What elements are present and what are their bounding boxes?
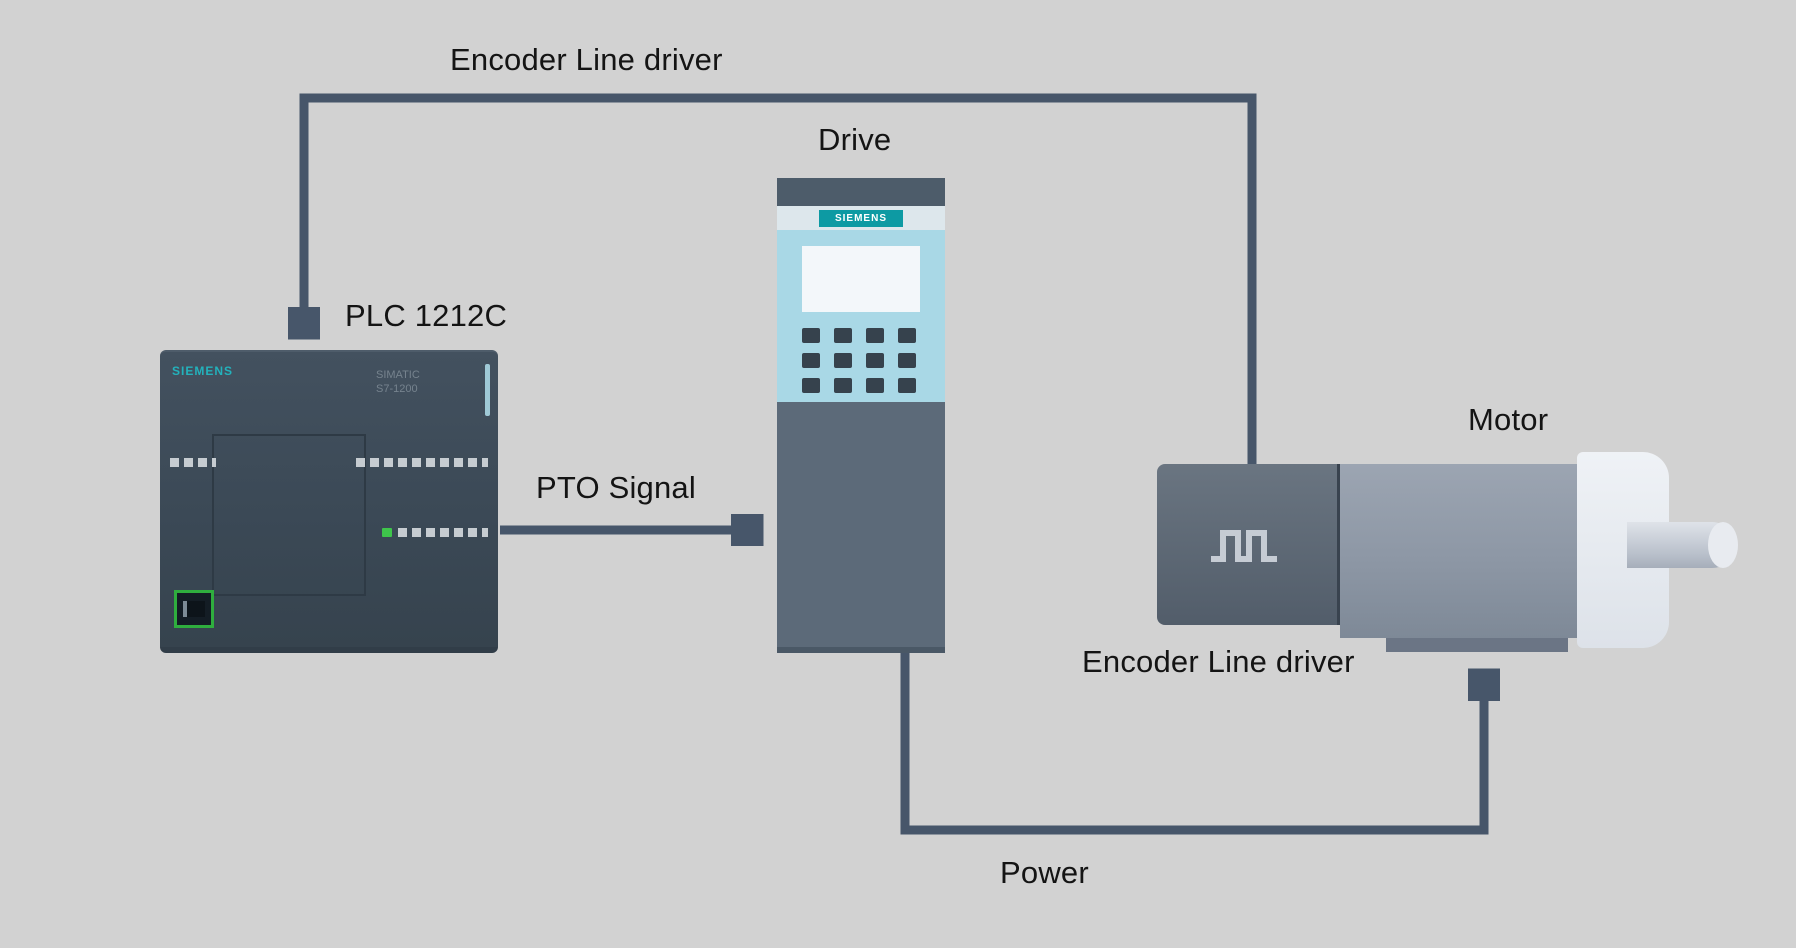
- drive-keypad: [802, 328, 920, 393]
- drive-operator-panel: [777, 230, 945, 402]
- plc-model-line2: S7-1200: [376, 383, 418, 396]
- plc-terminal-block-left: [170, 458, 216, 467]
- plc-terminal-block-right: [356, 458, 488, 467]
- drive-key: [834, 353, 852, 368]
- drive-display-screen: [802, 246, 920, 312]
- drive-key: [802, 378, 820, 393]
- power-label: Power: [1000, 855, 1089, 890]
- drive-key: [866, 328, 884, 343]
- motor-shaft: [1627, 522, 1738, 568]
- drive-top-band: [777, 178, 945, 206]
- plc-green-led: [382, 528, 392, 537]
- pulse-waveform-icon: [1211, 529, 1277, 562]
- drive-device: SIEMENS: [777, 178, 945, 653]
- plc-siemens-logo: SIEMENS: [172, 364, 234, 378]
- plc-door-outline: [212, 434, 366, 596]
- drive-siemens-logo: SIEMENS: [819, 209, 903, 227]
- memory-card-icon: [183, 601, 205, 617]
- motor-body: [1340, 464, 1579, 638]
- drive-key: [898, 328, 916, 343]
- drive-key: [802, 353, 820, 368]
- encoder-feedback-wire: [304, 93, 1257, 466]
- plc-status-stripe: [485, 364, 490, 416]
- plc-device: SIEMENS SIMATIC S7-1200: [160, 350, 498, 653]
- drive-lower-body: [777, 402, 945, 653]
- drive-key: [834, 328, 852, 343]
- drive-key: [834, 378, 852, 393]
- pto-signal-label: PTO Signal: [536, 470, 696, 505]
- drive-key: [866, 353, 884, 368]
- drive-key: [866, 378, 884, 393]
- drive-key: [802, 328, 820, 343]
- drive-key: [898, 378, 916, 393]
- encoder-line-driver-bottom-label: Encoder Line driver: [1082, 644, 1355, 679]
- motor-label: Motor: [1468, 402, 1549, 437]
- plc-model-line1: SIMATIC: [376, 369, 420, 381]
- motor-foot: [1386, 634, 1568, 652]
- drive-head-band: SIEMENS: [777, 206, 945, 230]
- plc-label: PLC 1212C: [345, 298, 508, 333]
- plc-model-text: SIMATIC S7-1200: [376, 368, 420, 397]
- motor-encoder-box: [1157, 464, 1340, 625]
- encoder-line-driver-top-label: Encoder Line driver: [450, 42, 723, 77]
- plc-terminal-block-lower: [398, 528, 488, 537]
- drive-key: [898, 353, 916, 368]
- power-wire: [900, 651, 1484, 835]
- plc-memory-card-slot: [174, 590, 214, 628]
- drive-label: Drive: [818, 122, 892, 157]
